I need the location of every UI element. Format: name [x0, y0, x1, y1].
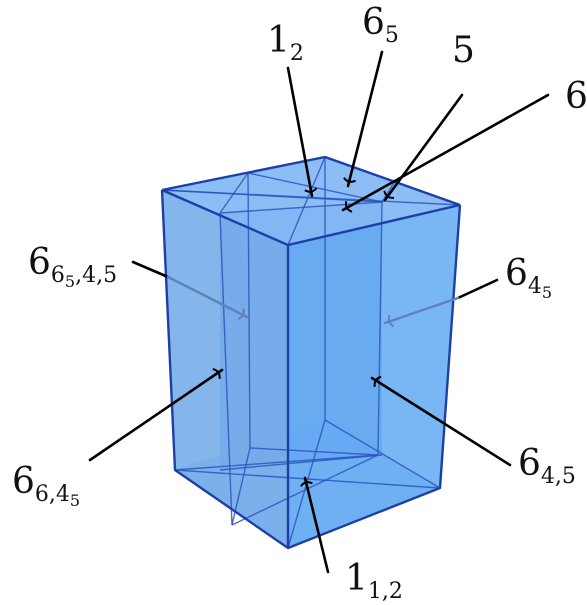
label-5: 5 — [452, 30, 475, 71]
label-1-2: 12 — [267, 20, 304, 66]
arrow-5 — [383, 93, 464, 202]
arrow-6-4-5 — [370, 375, 512, 467]
label-6-65-45: 665,4,5 — [28, 242, 117, 291]
arrow-6-5 — [343, 50, 384, 188]
arrow-6-6-45 — [88, 368, 224, 462]
arrow-6-65-45 — [131, 260, 170, 279]
outer-edges — [160, 155, 462, 550]
arrow-6-45-faint — [383, 296, 460, 328]
label-1-12: 11,2 — [345, 558, 403, 604]
label-6: 6 — [565, 76, 587, 117]
label-6-5: 65 — [362, 2, 399, 48]
arrow-1-2 — [286, 66, 318, 198]
arrow-1-12 — [300, 476, 330, 574]
label-6-45: 645 — [505, 253, 552, 302]
right-face — [288, 205, 460, 548]
label-6-4-5: 64,5 — [518, 443, 576, 489]
vertical-construction-lines — [219, 157, 383, 526]
left-face — [162, 190, 288, 548]
bottom-construction-lines — [174, 419, 441, 549]
arrow-6 — [341, 93, 550, 213]
label-6-6-45: 66,45 — [12, 461, 80, 510]
arrow-6-45 — [456, 278, 499, 300]
arrows — [88, 50, 550, 574]
arrow-6-65-45-faint — [166, 275, 249, 321]
